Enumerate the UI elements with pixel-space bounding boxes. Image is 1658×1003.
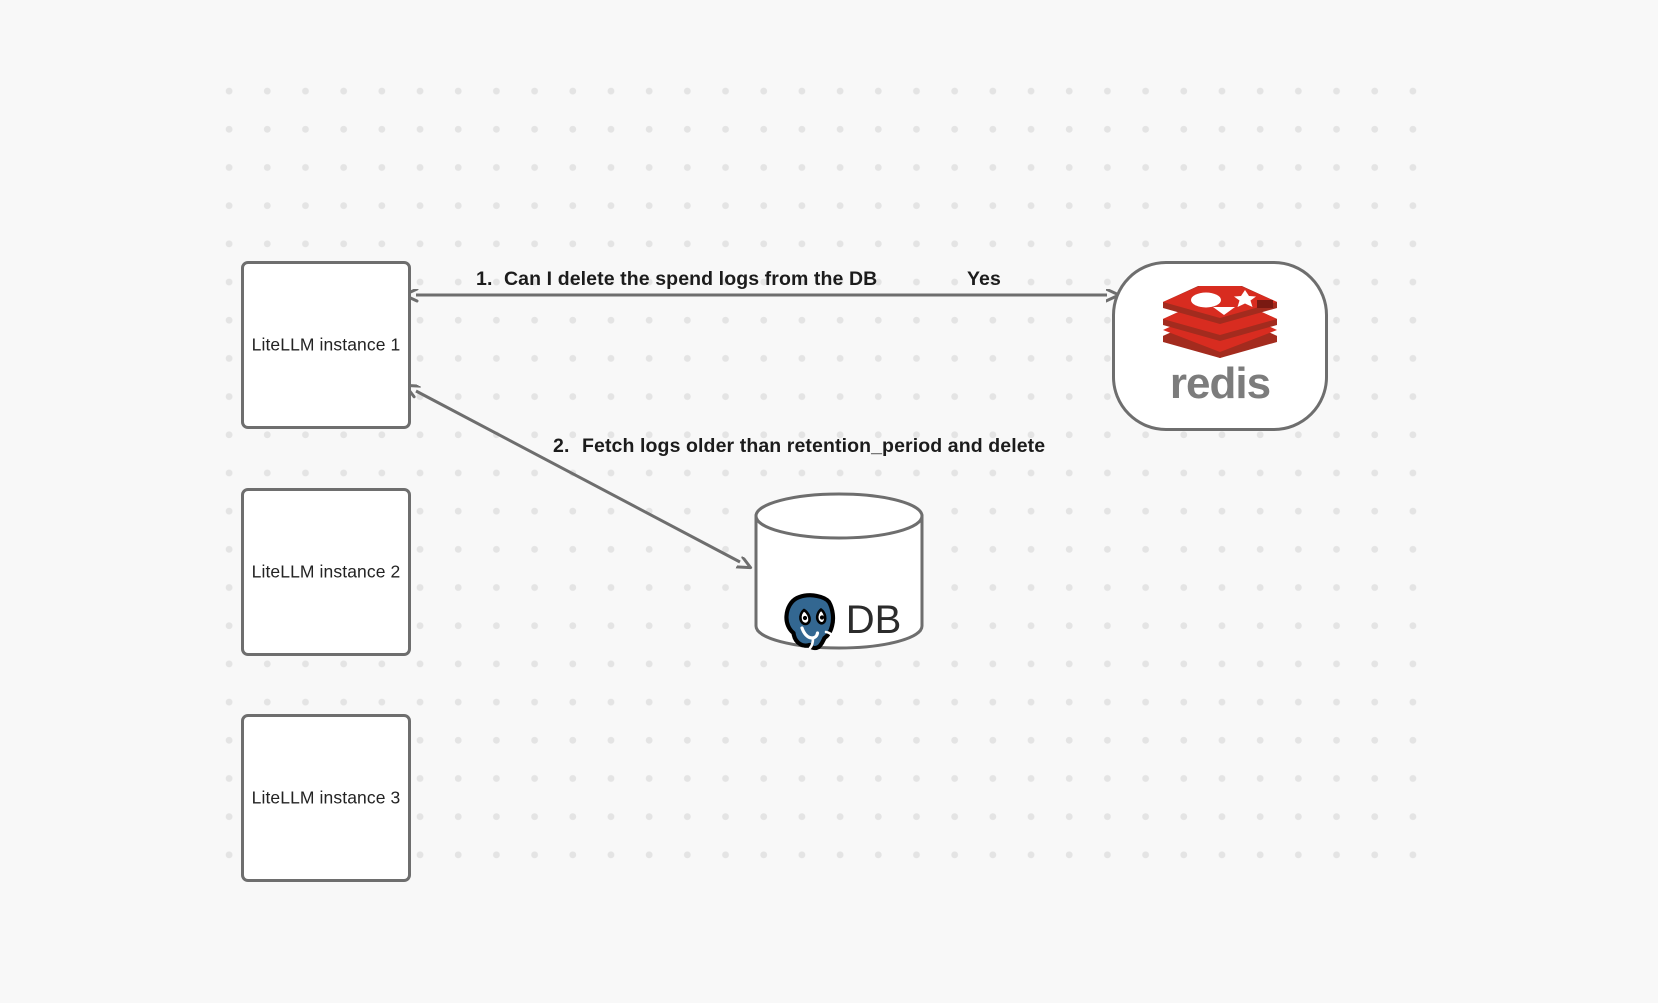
edge-1-step-number: 1. xyxy=(476,268,493,290)
node-litellm-instance-1[interactable]: LiteLLM instance 1 xyxy=(241,261,411,429)
node-litellm-instance-3-label: LiteLLM instance 3 xyxy=(251,787,401,808)
database-logo-row: DB xyxy=(753,588,925,652)
node-database[interactable]: DB xyxy=(753,492,925,652)
node-litellm-instance-3[interactable]: LiteLLM instance 3 xyxy=(241,714,411,882)
node-litellm-instance-1-label: LiteLLM instance 1 xyxy=(251,334,401,355)
edge-line-instance1-db[interactable] xyxy=(416,391,740,562)
redis-logo: redis xyxy=(1115,286,1325,406)
node-litellm-instance-2-label: LiteLLM instance 2 xyxy=(251,561,401,582)
database-label: DB xyxy=(845,598,902,642)
edge-1-label: Can I delete the spend logs from the DB xyxy=(504,268,878,290)
edge-2-label: Fetch logs older than retention_period a… xyxy=(582,435,1046,457)
edge-2-step-number: 2. xyxy=(553,435,570,457)
edge-1-reply-label: Yes xyxy=(967,268,1001,290)
redis-stack-icon xyxy=(1163,286,1277,358)
redis-wordmark: redis xyxy=(1169,359,1271,408)
postgresql-elephant-icon xyxy=(784,593,835,651)
node-redis[interactable]: redis xyxy=(1112,261,1328,431)
node-litellm-instance-2[interactable]: LiteLLM instance 2 xyxy=(241,488,411,656)
